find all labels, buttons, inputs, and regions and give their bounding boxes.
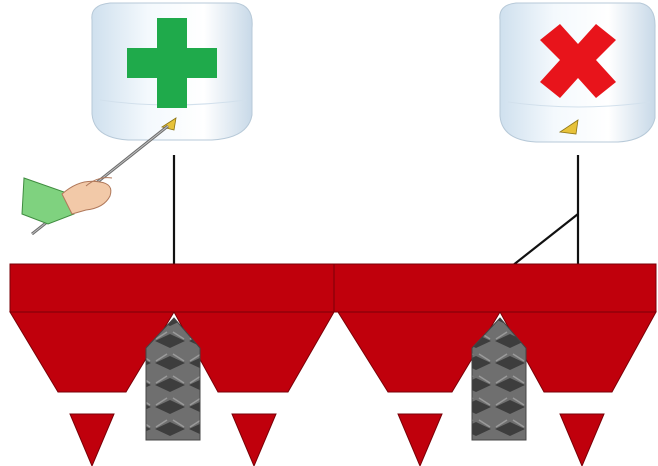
tractor-tire-icon [145,317,201,441]
hopper-funnels [9,311,657,393]
tractor-tire-icon-right [471,317,527,441]
spout-2 [231,413,277,466]
right-big-bag [499,2,656,143]
spout-3 [397,413,443,466]
outlet-spouts [69,413,605,466]
right-funnel-2 [499,311,657,393]
hopper-top-bar [9,263,657,313]
hand-pulling-rope-icon [21,124,169,236]
plus-icon [127,18,217,108]
spout-1 [69,413,115,466]
left-big-bag [91,2,253,141]
spout-4 [559,413,605,466]
left-funnel-2 [173,311,335,393]
right-funnel-1 [337,311,501,393]
cross-icon [540,24,616,98]
outer-outlet-label: Yderste afgang [528,400,606,412]
left-funnel-1 [9,311,175,393]
inner-outlet-label: Inderste afgang [361,400,441,412]
